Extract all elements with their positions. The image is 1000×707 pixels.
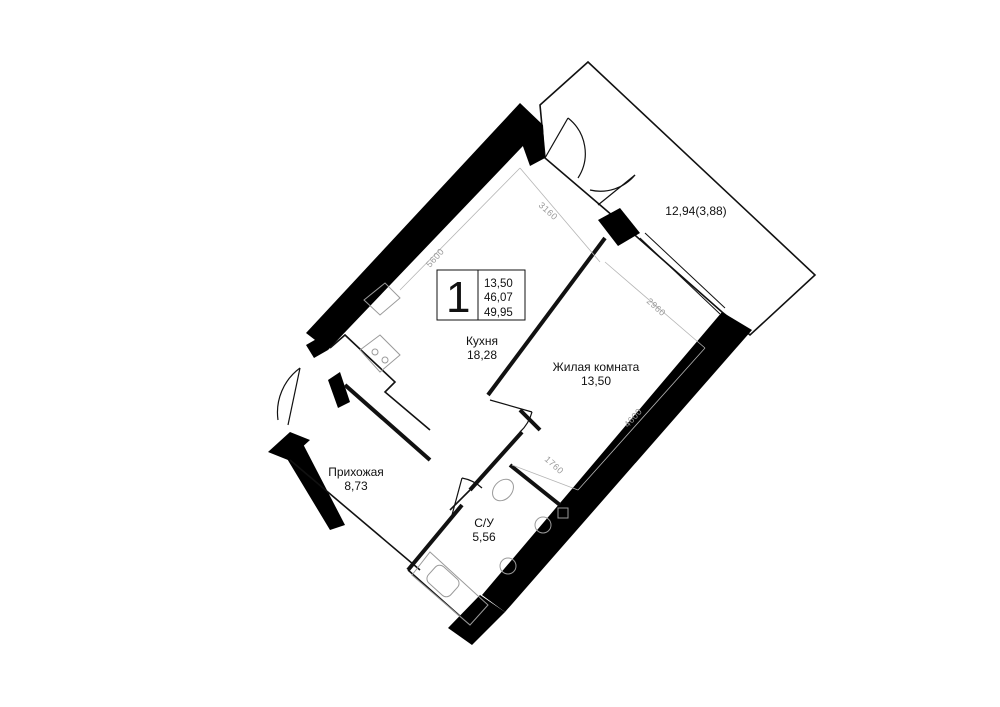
interior-walls xyxy=(343,236,607,572)
apartment-info-box: 1 13,50 46,07 49,95 xyxy=(436,269,526,322)
kitchen-length-dim: 5600 xyxy=(424,246,446,269)
total-area-value: 46,07 xyxy=(484,292,513,304)
bathroom-name: С/У xyxy=(474,516,494,530)
exterior-walls xyxy=(268,103,752,645)
door-swings xyxy=(276,117,636,516)
balcony-outline xyxy=(539,60,817,337)
living-room-name: Жилая комната xyxy=(553,360,640,374)
dimension-lines xyxy=(399,167,706,491)
hallway-name: Прихожая xyxy=(328,465,384,479)
living-room-area: 13,50 xyxy=(581,374,611,388)
living-area-value: 13,50 xyxy=(484,278,513,290)
bath-width-dim: 1760 xyxy=(543,454,566,476)
balcony-area: 12,94(3,88) xyxy=(665,204,726,218)
fixtures xyxy=(359,282,569,626)
window xyxy=(639,232,726,315)
bathroom-area: 5,56 xyxy=(472,530,496,544)
rooms-count: 1 xyxy=(446,273,470,322)
living-width-dim: 2960 xyxy=(645,296,668,318)
kitchen-width-dim: 3160 xyxy=(537,200,560,222)
kitchen-name: Кухня xyxy=(466,334,498,348)
hallway-area: 8,73 xyxy=(344,479,368,493)
total-area-balcony-value: 49,95 xyxy=(484,307,513,319)
kitchen-area: 18,28 xyxy=(467,348,497,362)
